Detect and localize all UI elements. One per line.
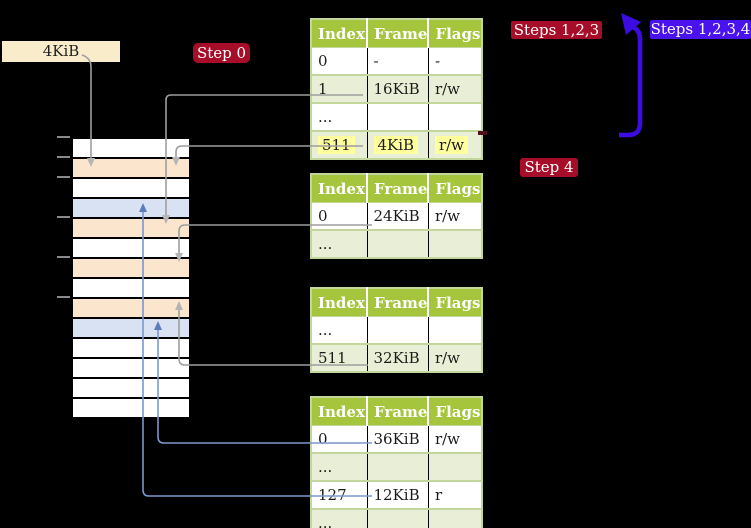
tick-mark bbox=[57, 296, 70, 298]
table-cell: 1 bbox=[311, 74, 367, 103]
table-row: ... bbox=[311, 452, 483, 481]
badge-step-4: Step 4 bbox=[520, 158, 578, 177]
frame-size-label: 4KiB bbox=[2, 41, 120, 62]
table-cell: r/w bbox=[427, 343, 483, 372]
tick-mark bbox=[57, 176, 70, 178]
table-cell bbox=[366, 452, 429, 481]
table-cell: ... bbox=[311, 316, 367, 344]
badge-steps-1-2-3: Steps 1,2,3 bbox=[511, 21, 602, 39]
table-cell: ... bbox=[311, 102, 367, 131]
column-header-flags: Flags bbox=[427, 397, 483, 426]
table-cell: r bbox=[427, 480, 483, 509]
memory-row-5 bbox=[71, 217, 191, 237]
memory-row-11 bbox=[71, 337, 191, 357]
table-cell bbox=[427, 229, 483, 258]
table-cell bbox=[366, 316, 429, 344]
memory-row-9 bbox=[71, 297, 191, 317]
memory-row-2 bbox=[71, 157, 191, 177]
table-cell: ... bbox=[311, 452, 367, 481]
memory-row-12 bbox=[71, 357, 191, 377]
tick-mark bbox=[57, 136, 70, 138]
memory-row-13 bbox=[71, 377, 191, 397]
column-header-frame: Frame bbox=[365, 174, 429, 203]
highlighted-value: r/w bbox=[434, 136, 469, 154]
memory-column bbox=[71, 137, 191, 419]
arrow-steps-return bbox=[619, 13, 643, 138]
column-header-flags: Flags bbox=[427, 288, 483, 317]
badge-steps-1-2-3-4: Steps 1,2,3,4 bbox=[650, 20, 751, 39]
table-cell bbox=[366, 102, 429, 131]
table-cell: 511 bbox=[311, 130, 367, 159]
table-cell: r/w bbox=[427, 425, 483, 453]
memory-row-7 bbox=[71, 257, 191, 277]
table-cell: 32KiB bbox=[366, 343, 429, 372]
memory-row-8 bbox=[71, 277, 191, 297]
table-cell bbox=[427, 102, 483, 131]
table-cell: 0 bbox=[311, 47, 367, 75]
tick-mark bbox=[57, 156, 70, 158]
table-cell: 0 bbox=[311, 425, 367, 453]
table-row: ... bbox=[311, 316, 483, 344]
highlighted-value: 4KiB bbox=[373, 136, 419, 154]
column-header-index: Index bbox=[311, 288, 367, 317]
table-cell: 24KiB bbox=[366, 202, 429, 230]
column-header-index: Index bbox=[311, 19, 367, 48]
table-cell: 36KiB bbox=[366, 425, 429, 453]
memory-row-14 bbox=[71, 397, 191, 419]
column-header-flags: Flags bbox=[427, 19, 483, 48]
table-cell: ... bbox=[311, 229, 367, 258]
table-cell bbox=[427, 452, 483, 481]
table-row: ... bbox=[311, 229, 483, 258]
table-cell bbox=[427, 316, 483, 344]
table-row: 511 4KiB r/w bbox=[311, 130, 483, 159]
memory-row-1 bbox=[71, 137, 191, 157]
table-cell: 12KiB bbox=[366, 480, 429, 509]
table-cell: 16KiB bbox=[366, 74, 429, 103]
table-cell bbox=[366, 508, 429, 528]
column-header-frame: Frame bbox=[365, 397, 429, 426]
column-header-index: Index bbox=[311, 397, 367, 426]
table-cell: r/w bbox=[427, 202, 483, 230]
tick-mark bbox=[57, 216, 70, 218]
badge-step-0: Step 0 bbox=[193, 43, 250, 63]
table-cell bbox=[366, 229, 429, 258]
table-cell: 127 bbox=[311, 480, 367, 509]
memory-row-10 bbox=[71, 317, 191, 337]
column-header-frame: Frame bbox=[365, 288, 429, 317]
table-cell: 511 bbox=[311, 343, 367, 372]
table-cell bbox=[427, 508, 483, 528]
column-header-index: Index bbox=[311, 174, 367, 203]
table-cell: r/w bbox=[427, 74, 483, 103]
column-header-flags: Flags bbox=[427, 174, 483, 203]
table-row: 0-- bbox=[311, 47, 483, 75]
column-header-frame: Frame bbox=[365, 19, 429, 48]
table-row: ... bbox=[311, 508, 483, 528]
memory-row-3 bbox=[71, 177, 191, 197]
table-cell: r/w bbox=[427, 130, 483, 159]
highlighted-value: 511 bbox=[318, 136, 355, 154]
table-cell: 0 bbox=[311, 202, 367, 230]
table-row: ... bbox=[311, 102, 483, 131]
table-cell: ... bbox=[311, 508, 367, 528]
tick-mark bbox=[57, 256, 70, 258]
table-cell: 4KiB bbox=[366, 130, 429, 159]
table-cell: - bbox=[366, 47, 429, 75]
memory-row-4 bbox=[71, 197, 191, 217]
memory-row-6 bbox=[71, 237, 191, 257]
table-cell: - bbox=[427, 47, 483, 75]
